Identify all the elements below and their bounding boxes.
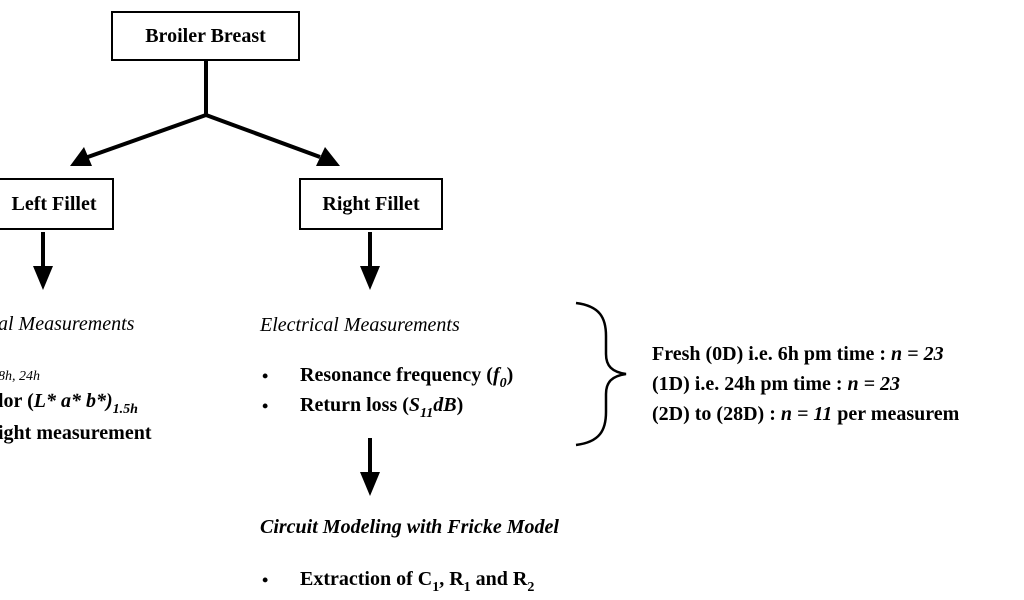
- arrowhead-left: [70, 147, 92, 166]
- item-extraction: Extraction of C1, R1 and R2: [300, 568, 535, 595]
- circuit-modeling-heading: Circuit Modeling with Fricke Model: [260, 516, 559, 538]
- condition-1d: (1D) i.e. 24h pm time : n = 23: [652, 373, 901, 395]
- node-broiler-breast-label: Broiler Breast: [145, 24, 266, 47]
- node-right-fillet-label: Right Fillet: [322, 192, 420, 215]
- arrowhead-right-down: [360, 266, 380, 290]
- left-line2: lor (L* a* b*)1.5h: [0, 390, 138, 417]
- node-left-fillet: Left Fillet: [0, 178, 114, 230]
- condition-2d-28d: (2D) to (28D) : n = 11 per measurem: [652, 403, 960, 425]
- bullet-resonance: •: [262, 366, 269, 386]
- left-line1-superscript: 8h, 24h: [0, 369, 40, 384]
- arrowhead-to-modeling: [360, 472, 380, 496]
- node-broiler-breast: Broiler Breast: [111, 11, 300, 61]
- electrical-measurements-heading: Electrical Measurements: [260, 314, 460, 336]
- arrow-to-left-fillet: [84, 113, 207, 160]
- arrowhead-left-down: [33, 266, 53, 290]
- node-right-fillet: Right Fillet: [299, 178, 443, 230]
- bullet-extraction: •: [262, 570, 269, 590]
- left-heading: al Measurements: [0, 313, 135, 335]
- curly-brace: [575, 301, 627, 447]
- condition-fresh: Fresh (0D) i.e. 6h pm time : n = 23: [652, 343, 944, 365]
- node-left-fillet-label: Left Fillet: [11, 192, 97, 215]
- arrow-to-right-fillet: [205, 113, 321, 159]
- bullet-return-loss: •: [262, 396, 269, 416]
- item-return-loss: Return loss (S11dB): [300, 394, 464, 421]
- left-line3: ight measurement: [0, 422, 152, 444]
- item-resonance-frequency: Resonance frequency (f0): [300, 364, 514, 391]
- arrowhead-right: [316, 147, 340, 166]
